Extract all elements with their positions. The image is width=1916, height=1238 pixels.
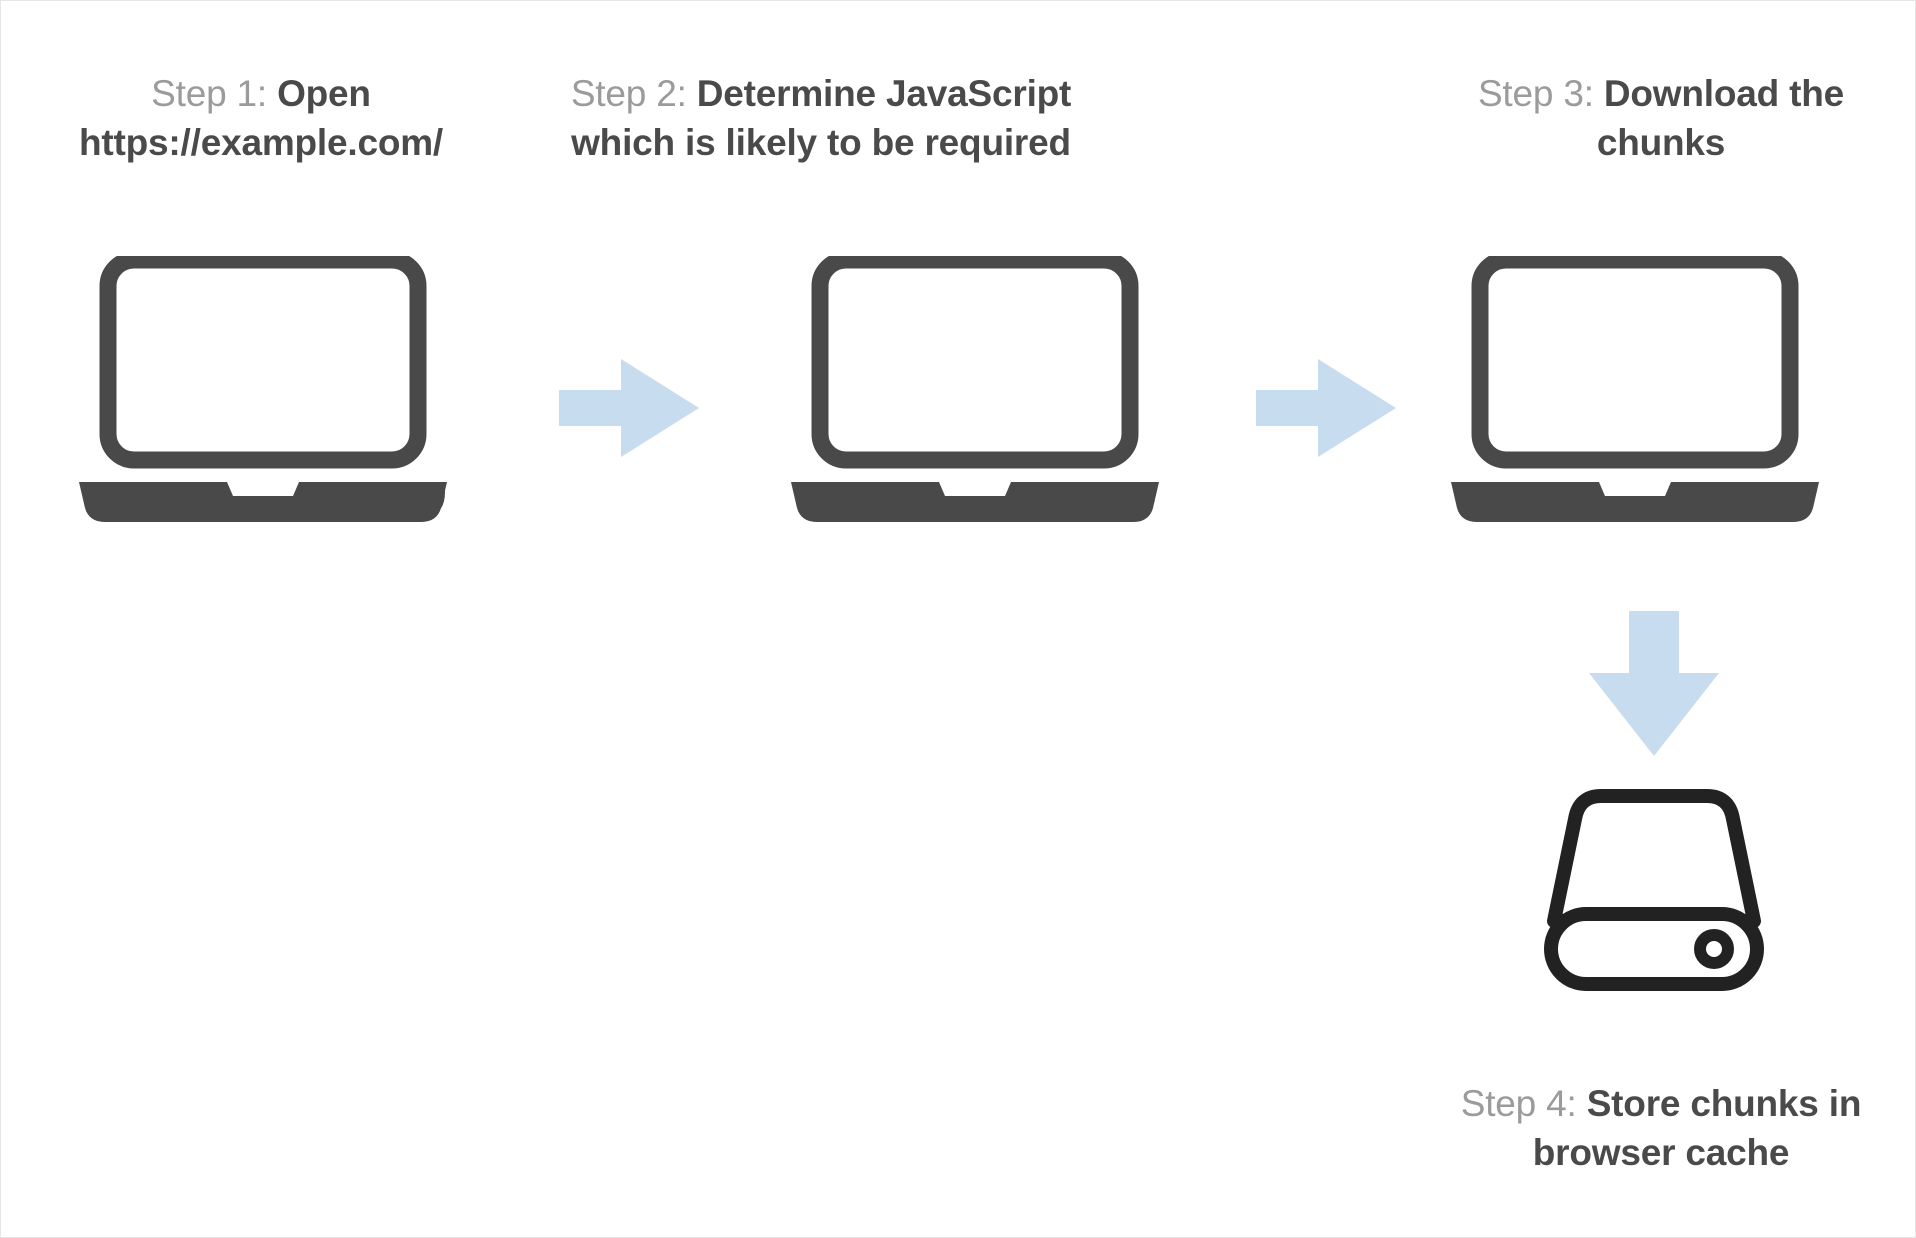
step-4-caption: Step 4: Store chunks in browser cache — [1421, 1079, 1901, 1177]
step-4-description: Store chunks in browser cache — [1532, 1083, 1862, 1174]
arrow-down-icon — [1589, 611, 1719, 756]
step-1-caption: Step 1: Open https://example.com/ — [31, 69, 491, 167]
step-3-description: Download the chunks — [1596, 73, 1845, 164]
step-2-caption: Step 2: Determine JavaScript which is li… — [561, 69, 1081, 167]
laptop-icon — [1451, 251, 1861, 568]
step-1-label: Step 1: — [151, 73, 278, 114]
step-2-label: Step 2: — [570, 73, 697, 114]
arrow-right-icon — [559, 359, 699, 457]
laptop-icon — [791, 251, 1201, 568]
step-3-label: Step 3: — [1477, 73, 1604, 114]
hard-drive-icon — [1539, 783, 1769, 995]
arrow-right-icon — [1256, 359, 1396, 457]
step-2-description: Determine JavaScript which is likely to … — [571, 73, 1072, 164]
laptop-icon — [79, 251, 489, 568]
step-3-caption: Step 3: Download the chunks — [1421, 69, 1901, 167]
step-1-description: Open https://example.com/ — [78, 73, 444, 164]
step-4-label: Step 4: — [1460, 1083, 1587, 1124]
